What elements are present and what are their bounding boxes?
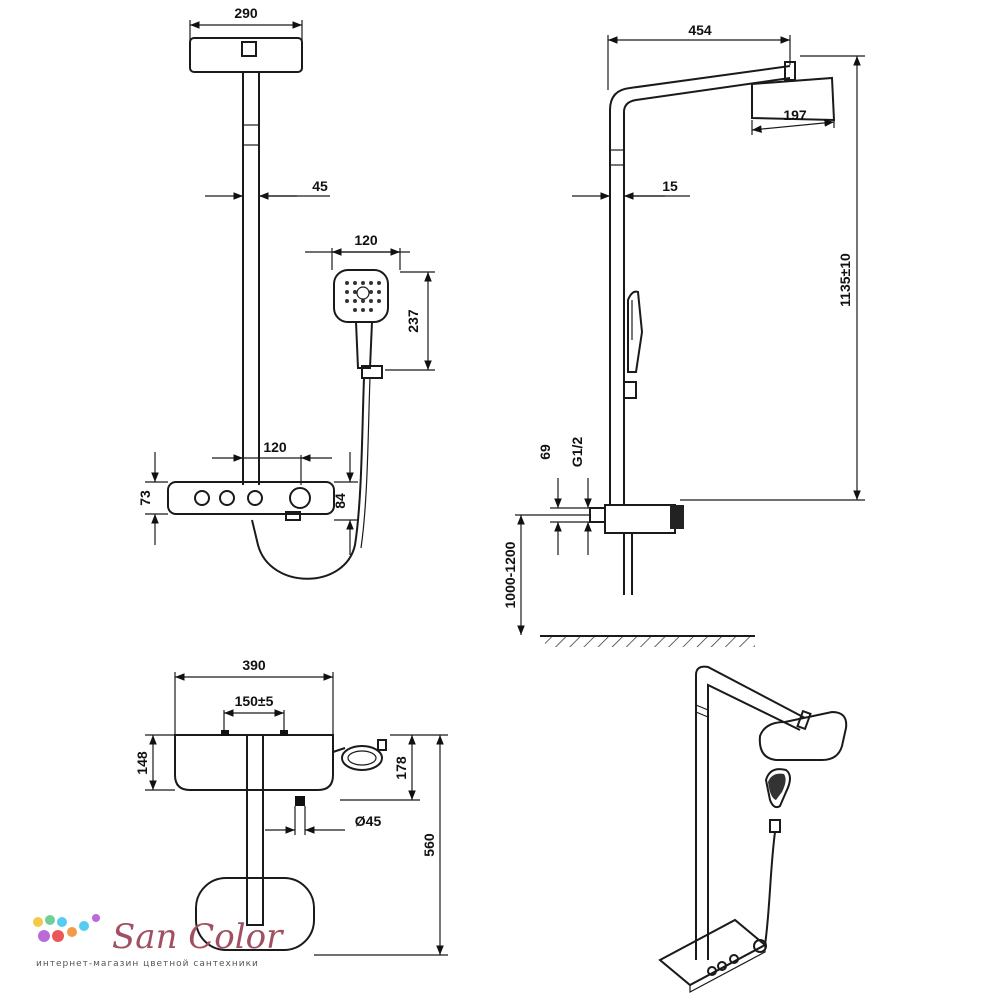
brand-name: San Color	[112, 917, 284, 957]
dim-pipe-diameter-top: Ø45	[355, 813, 382, 829]
brand-tagline: интернет-магазин цветной сантехники	[36, 959, 259, 969]
dim-panel-height-right: 84	[332, 493, 348, 509]
front-view: 290 45 120 237	[137, 5, 435, 580]
dim-pipe-diameter: 45	[312, 178, 328, 194]
perspective-view	[658, 665, 848, 993]
dim-head-width: 290	[234, 5, 258, 21]
dim-pipe-offset: 15	[662, 178, 678, 194]
dim-shelf-width: 390	[242, 657, 266, 673]
dim-thread: G1/2	[569, 437, 585, 468]
dim-panel-spacing: 120	[263, 439, 287, 455]
dim-mount-height: 1000-1200	[502, 541, 518, 608]
dim-handset-width: 120	[354, 232, 378, 248]
dim-connection-spacing: 150±5	[235, 693, 274, 709]
dim-total-depth: 560	[421, 833, 437, 857]
dim-handset-height: 237	[405, 309, 421, 333]
dim-outlet-height: 69	[537, 444, 553, 460]
brand-logo: San Color интернет-магазин цветной санте…	[33, 914, 284, 969]
dim-shelf-depth: 148	[134, 751, 150, 775]
dim-handset-depth: 178	[393, 756, 409, 780]
dim-total-height: 1135±10	[837, 253, 853, 307]
side-view: 454 197 15 1135±10	[502, 22, 865, 647]
dim-reach: 454	[688, 22, 712, 38]
top-view: 390 150±5 148 178 Ø45	[134, 657, 448, 956]
dim-head-depth: 197	[783, 107, 807, 123]
dim-panel-height-left: 73	[137, 490, 153, 506]
